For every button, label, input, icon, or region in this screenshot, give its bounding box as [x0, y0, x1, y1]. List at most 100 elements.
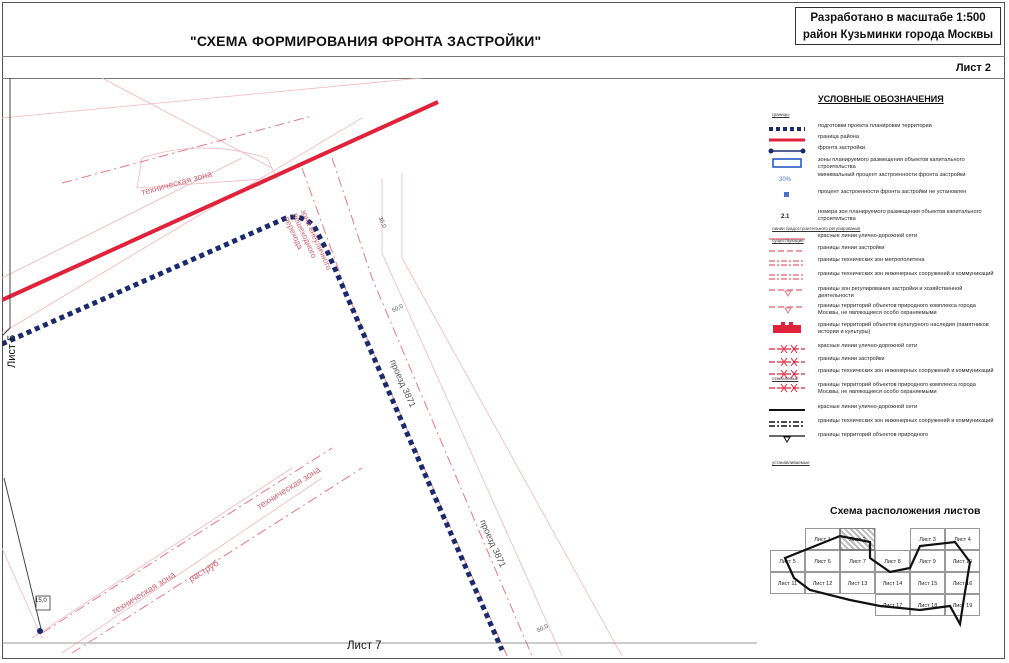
legend-group-header: линии градостроительного регулирования: [772, 226, 861, 231]
legend-symbol: [765, 244, 809, 256]
legend-symbol: [765, 431, 809, 443]
legend-group-header: границы: [772, 112, 790, 117]
bottom-sheet-label: Лист 7: [347, 640, 382, 652]
legend-item-label: фронта застройки: [818, 145, 866, 151]
legend-symbol: [765, 156, 809, 168]
layout-cell: Лист 9: [910, 550, 945, 572]
legend-item: границы территорий объектов природного: [760, 431, 1000, 445]
legend-symbol: [765, 367, 809, 379]
district-border-line: [2, 100, 439, 302]
stamp-scale-text: Разработано в масштабе 1:500: [810, 12, 986, 24]
layout-outline: [783, 528, 972, 628]
legend-symbol: [765, 302, 809, 314]
background-red-lines: [2, 78, 623, 656]
legend-item-label: границы территорий объектов культурного …: [818, 322, 989, 335]
legend-symbol: [765, 232, 809, 244]
layout-cell: Лист 11: [770, 572, 805, 594]
legend-item: границы технических зон инженерных соору…: [760, 270, 1000, 284]
legend-panel: УСЛОВНЫЕ ОБОЗНАЧЕНИЯ границы подготовки …: [760, 80, 1000, 520]
tech-zone-lines: [41, 115, 533, 656]
legend-item-label: красные линии улично-дорожной сети: [818, 343, 918, 349]
dimension-box: [35, 595, 51, 611]
legend-symbol: [765, 144, 809, 156]
legend-item-label: границы зон регулирования застройки и хо…: [818, 286, 963, 299]
legend-title: УСЛОВНЫЕ ОБОЗНАЧЕНИЯ: [818, 94, 944, 104]
legend-item-label: границы технических зон инженерных соору…: [818, 418, 994, 424]
svg-text:30%: 30%: [779, 177, 792, 183]
legend-item: 2.1 номера зон планируемого размещения об…: [760, 208, 1000, 222]
legend-item-label: границы территорий объектов природного: [818, 432, 928, 438]
map-area: Лист 5 Лист 7 техническая зона техническ…: [2, 78, 757, 656]
legend-symbol: [765, 133, 809, 145]
legend-item-label: границы технических зон инженерных соору…: [818, 271, 994, 277]
legend-symbol: 30%: [765, 171, 809, 183]
legend-item-label: минимальный процент застроенности фронта…: [818, 172, 966, 178]
layout-cell: Лист 16: [945, 572, 980, 594]
header-divider: [2, 56, 1005, 57]
legend-item: красные линии улично-дорожной сети: [760, 403, 1000, 417]
svg-text:2.1: 2.1: [781, 214, 790, 220]
legend-item-label: границы территорий объектов природного к…: [818, 303, 976, 316]
legend-item: границы территорий объектов культурного …: [760, 321, 1000, 335]
legend-item: красные линии улично-дорожной сети: [760, 342, 1000, 356]
dimension-label-3: 15,0: [35, 598, 47, 604]
legend-symbol: [765, 342, 809, 354]
legend-item: границы технических зон инженерных соору…: [760, 417, 1000, 431]
legend-item-label: подготовки проекта планировки территории: [818, 123, 932, 129]
legend-symbol: [765, 256, 809, 268]
front-endpoint: [37, 628, 43, 634]
page-title: "СХЕМА ФОРМИРОВАНИЯ ФРОНТА ЗАСТРОЙКИ": [190, 33, 542, 49]
legend-group-header: существующие: [772, 238, 804, 243]
legend-item-label: границы технических зон инженерных соору…: [818, 368, 994, 374]
legend-symbol: [765, 270, 809, 282]
legend-item-label: границы технических зон метрополитена: [818, 257, 925, 263]
left-sheet-label: Лист 5: [6, 334, 18, 368]
legend-item: зоны планируемого размещения объектов ка…: [760, 156, 1000, 170]
layout-cell: Лист 3: [910, 528, 945, 550]
stamp-district-text: район Кузьминки города Москвы: [802, 29, 994, 41]
legend-item: границы технических зон инженерных соору…: [760, 367, 1000, 381]
legend-symbol: [765, 188, 809, 200]
legend-item: 30% минимальный процент застроенности фро…: [760, 171, 1000, 185]
legend-symbol: [765, 321, 809, 333]
legend-symbol: [765, 122, 809, 134]
legend-symbol: [765, 403, 809, 415]
legend-item-label: процент застроенности фронта застройки н…: [818, 189, 967, 195]
legend-item-label: границы территорий объектов природного к…: [818, 382, 976, 395]
legend-group-header: устанавливаемые: [772, 460, 810, 465]
legend-item: процент застроенности фронта застройки н…: [760, 188, 1000, 202]
layout-cell: Лист 13: [840, 572, 875, 594]
legend-symbol: [765, 355, 809, 367]
legend-item-label: красные линии улично-дорожной сети: [818, 404, 918, 410]
legend-symbol: 2.1: [765, 208, 809, 220]
legend-item: границы линии застройки: [760, 244, 1000, 258]
layout-cell: Лист 15: [910, 572, 945, 594]
sheet-number: Лист 2: [955, 62, 991, 74]
legend-item: граница района: [760, 133, 1000, 147]
legend-item: границы территорий объектов природного к…: [760, 302, 1000, 316]
sheet-edge-line: [2, 78, 11, 337]
legend-group-header: отменяемые: [772, 376, 799, 381]
legend-symbol: [765, 381, 809, 393]
legend-item: границы зон регулирования застройки и хо…: [760, 285, 1000, 299]
legend-symbol: [765, 285, 809, 297]
legend-item-label: зоны планируемого размещения объектов ка…: [818, 157, 965, 170]
building-front-line: [2, 214, 505, 652]
legend-item: границы технических зон метрополитена: [760, 256, 1000, 270]
legend-item-label: номера зон планируемого размещения объек…: [818, 209, 982, 222]
legend-item: подготовки проекта планировки территории: [760, 122, 1000, 136]
legend-item-label: красные линии улично-дорожной сети: [818, 233, 918, 239]
legend-item: границы территорий объектов природного к…: [760, 381, 1000, 395]
legend-item: фронта застройки: [760, 144, 1000, 158]
legend-item-label: граница района: [818, 134, 860, 140]
scale-stamp: Разработано в масштабе 1:500 район Кузьм…: [795, 7, 1001, 45]
legend-item-label: границы линии застройки: [818, 245, 885, 251]
legend-item: красные линии улично-дорожной сети: [760, 232, 1000, 246]
legend-symbol: [765, 417, 809, 429]
layout-cell: Лист 4: [945, 528, 980, 550]
header-divider-2: [2, 78, 1005, 79]
layout-cell: Лист 1: [805, 528, 840, 550]
layout-cell: Лист 6: [805, 550, 840, 572]
